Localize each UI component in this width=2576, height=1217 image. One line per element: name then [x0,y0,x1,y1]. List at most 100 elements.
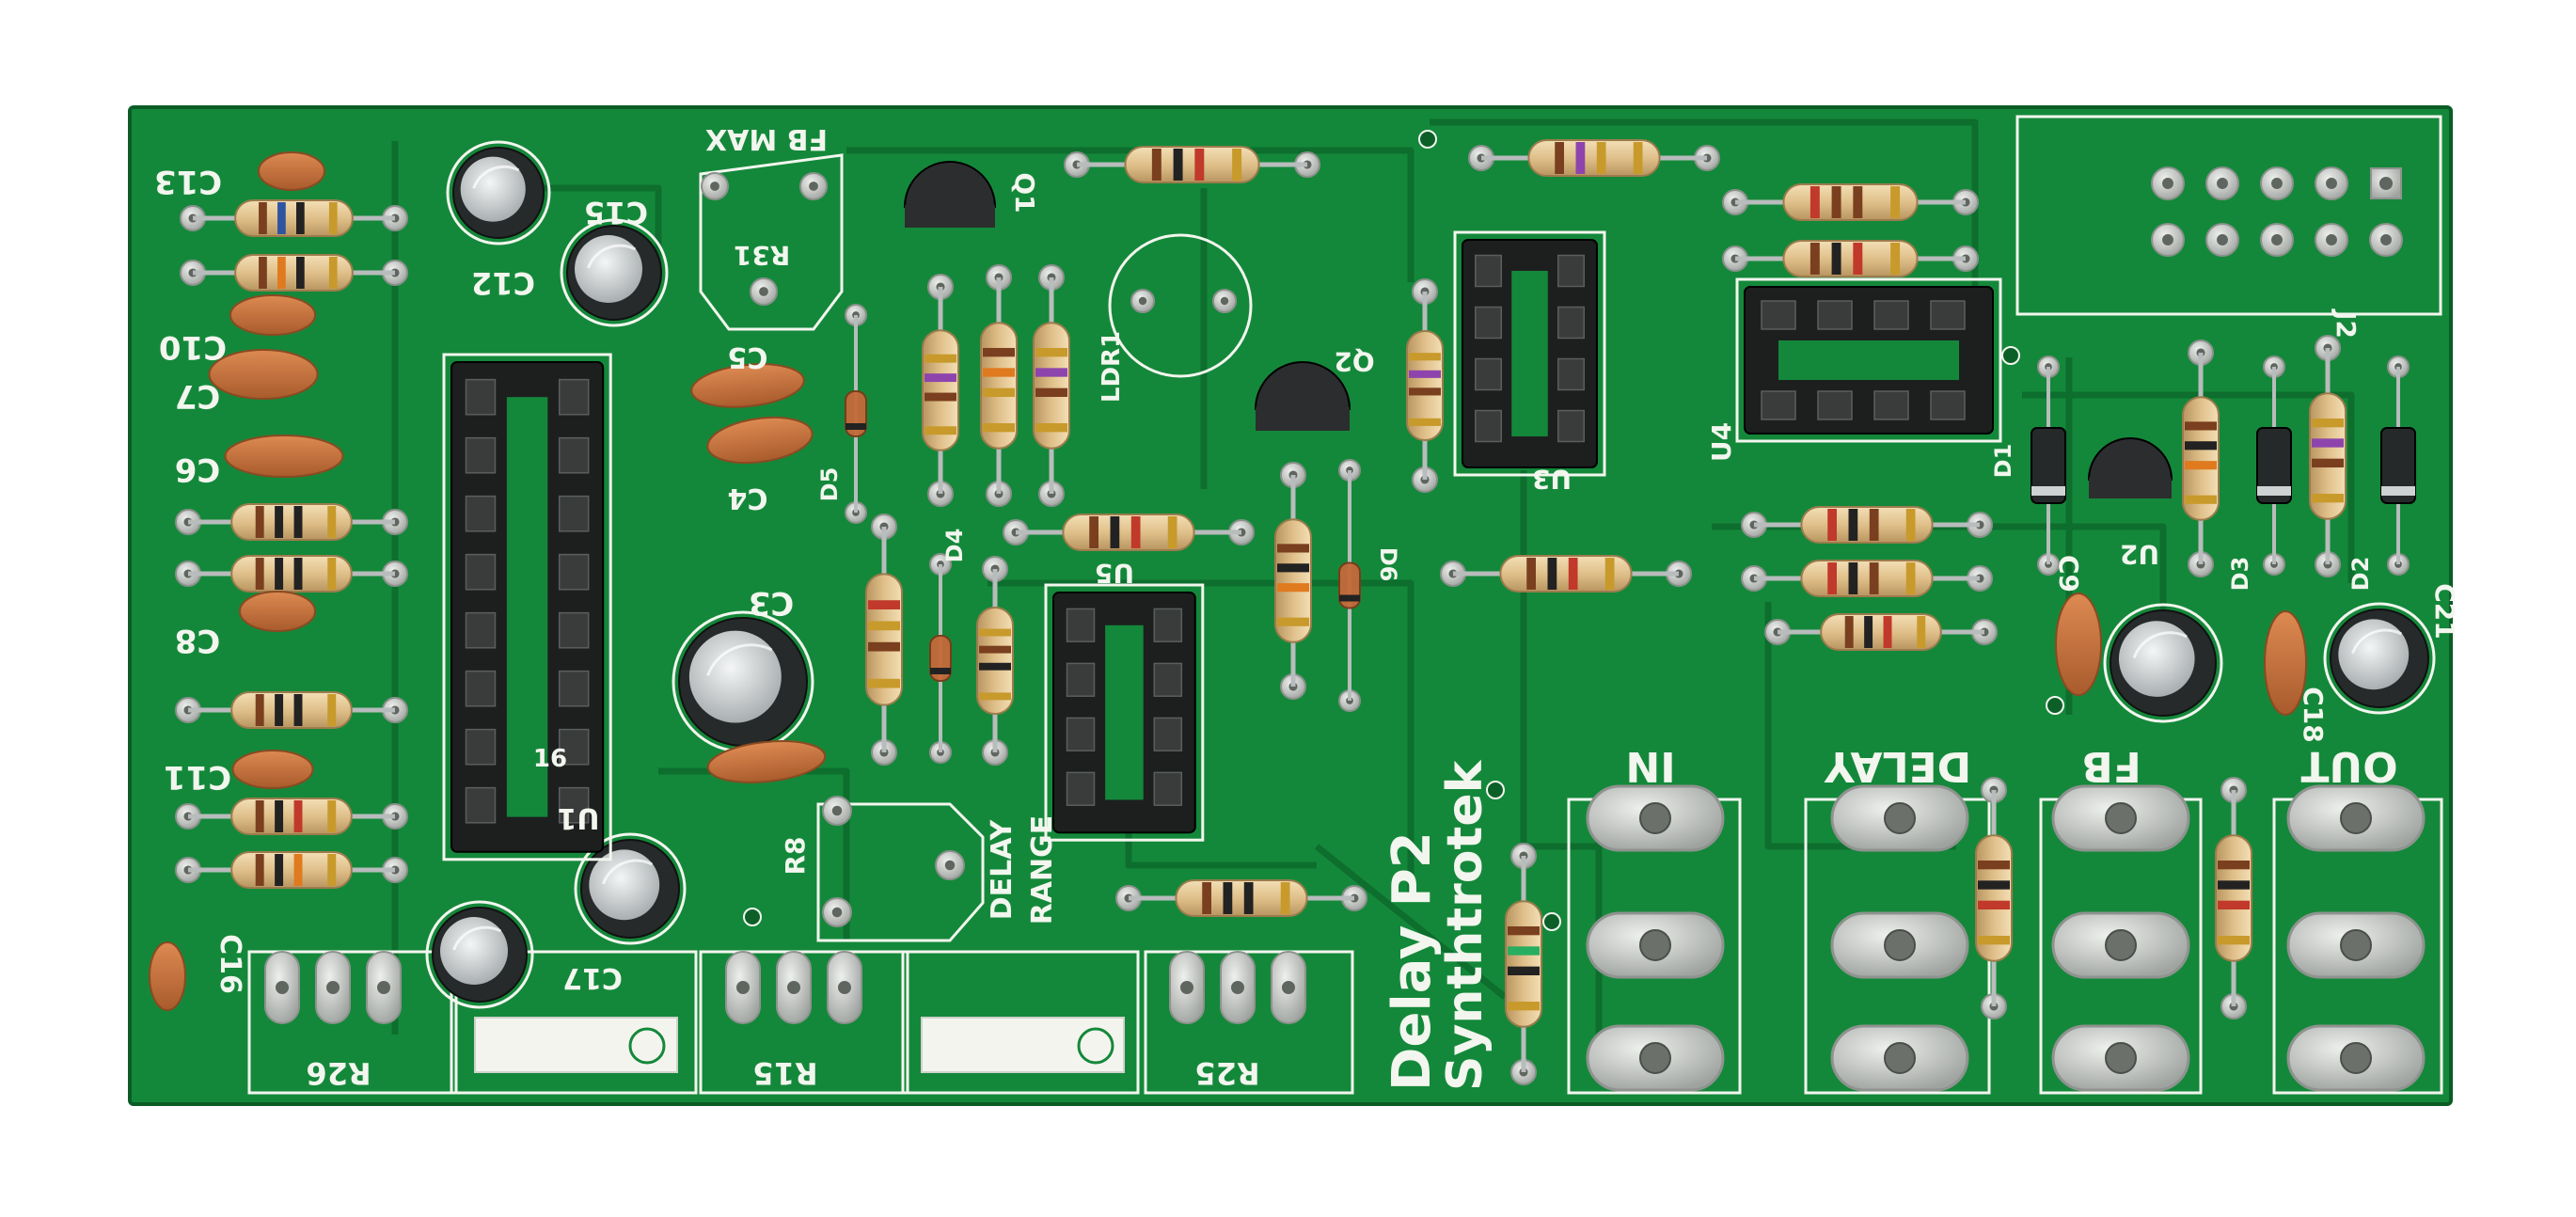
label-u3: U3 [1532,464,1572,495]
jack-label-fb: FB [2081,742,2141,790]
resistor-r-left-7 [175,851,408,889]
ic-socket-u1 [442,353,612,861]
label-u5: U5 [1095,558,1134,589]
ic-socket-u3 [1453,230,1606,477]
label-j2: J2 [2331,308,2362,339]
capacitor-c12 [446,140,551,245]
board-brand: Synthtrotek [1437,759,1493,1091]
label-q2: Q2 [1334,346,1374,377]
label-u4: U4 [1706,422,1737,462]
label-d6: D6 [1375,547,1401,582]
capacitor-c15 [560,218,669,327]
capacitor-c1 [574,832,687,945]
label-r15: R15 [752,1055,817,1091]
resistor-mid-3 [1741,506,1993,544]
jack-pad-out-1 [2286,784,2426,852]
label-r26: R26 [306,1055,371,1091]
resistor-bottom-1 [1115,879,1367,917]
trimmer-pads-r25 [1169,951,1306,1024]
resistor-r-left-2 [180,254,408,292]
jack-pad-fb-3 [2051,1024,2190,1092]
label-c6: C6 [175,450,221,488]
resistor-mid-5 [1764,613,1998,651]
label-c16: C16 [213,934,246,994]
diode-d6 [1338,459,1361,712]
label-d5: D5 [816,467,843,502]
resistor-v-8 [1505,843,1542,1085]
capacitor-c5 [690,363,805,408]
label-d2: D2 [2347,557,2374,592]
resistor-v-3 [1033,264,1070,507]
jack-pad-fb-2 [2051,911,2190,979]
resistor-v-10 [2215,777,2252,1019]
label-ldr1: LDR1 [1098,331,1126,403]
jack-pad-out-2 [2286,911,2426,979]
resistor-mid-1 [1003,514,1255,551]
pin-header-j2 [2151,166,2403,257]
capacitor-c18 [2264,610,2307,716]
jack-pad-fb-1 [2051,784,2190,852]
diode-d1 [2031,356,2066,576]
diode-d5 [845,304,867,524]
label-c5: C5 [728,340,768,373]
label-c21: C21 [2429,583,2460,640]
jack-label-out: OUT [2300,742,2397,790]
resistor-v-4 [1406,278,1444,493]
resistor-top-4 [1722,240,1979,277]
label-d4: D4 [941,529,968,563]
resistor-top-2 [1468,139,1720,177]
label-delay-range-2: RANGE [1026,815,1059,925]
diode-d2 [2380,356,2416,576]
trimmer-pads-r15 [725,951,862,1024]
resistor-v-12 [2309,335,2347,577]
resistor-mid-2 [1440,555,1692,593]
label-u2: U2 [2120,539,2159,570]
capacitor-c8 [239,591,316,632]
resistor-v-9 [1975,777,2013,1019]
label-u1: U1 [557,801,599,834]
label-delay-range-1: DELAY [986,818,1019,920]
diode-d3 [2256,356,2292,576]
capacitor-c21 [2323,602,2436,715]
diode-d4 [929,553,952,764]
logo-box [474,1017,1125,1073]
capacitor-c19 [2055,593,2102,696]
label-c17: C17 [562,961,623,994]
jack-label-in: IN [1625,742,1675,790]
capacitor-c10 [229,294,316,336]
board-title: Delay P2 [1382,831,1443,1091]
transistor-q1 [903,161,997,228]
capacitor-c9 [2103,603,2223,723]
resistor-top-1 [1064,146,1320,183]
jack-pad-delay-1 [1830,784,1969,852]
capacitor-c7 [208,349,319,400]
jack-pad-out-3 [2286,1024,2426,1092]
capacitor-c3 [672,610,814,753]
jack-pad-in-1 [1586,784,1725,852]
jack-label-delay: DELAY [1824,742,1971,790]
resistor-v-6 [865,514,903,766]
transistor-u2 [2087,437,2173,498]
label-c4: C4 [728,482,768,514]
resistor-mid-4 [1741,560,1993,597]
capacitor-c2 [706,740,827,783]
label-d3: D3 [2227,557,2253,592]
label-c11: C11 [164,758,231,796]
label-c8: C8 [175,622,221,659]
label-sixteen: 16 [533,745,567,773]
jack-pad-in-2 [1586,911,1725,979]
capacitor-c11 [231,750,314,789]
label-c13: C13 [154,163,222,200]
label-c15: C15 [584,195,648,230]
resistor-top-3 [1722,183,1979,221]
resistor-v-5 [1274,462,1312,700]
capacitor-c13 [258,151,325,191]
ic-socket-u4 [1735,277,2002,443]
label-c12: C12 [471,265,535,301]
label-r25: R25 [1194,1055,1259,1091]
resistor-v-1 [922,274,959,507]
label-d1: D1 [1990,444,2016,479]
trimmer-pads-r26 [264,951,402,1024]
